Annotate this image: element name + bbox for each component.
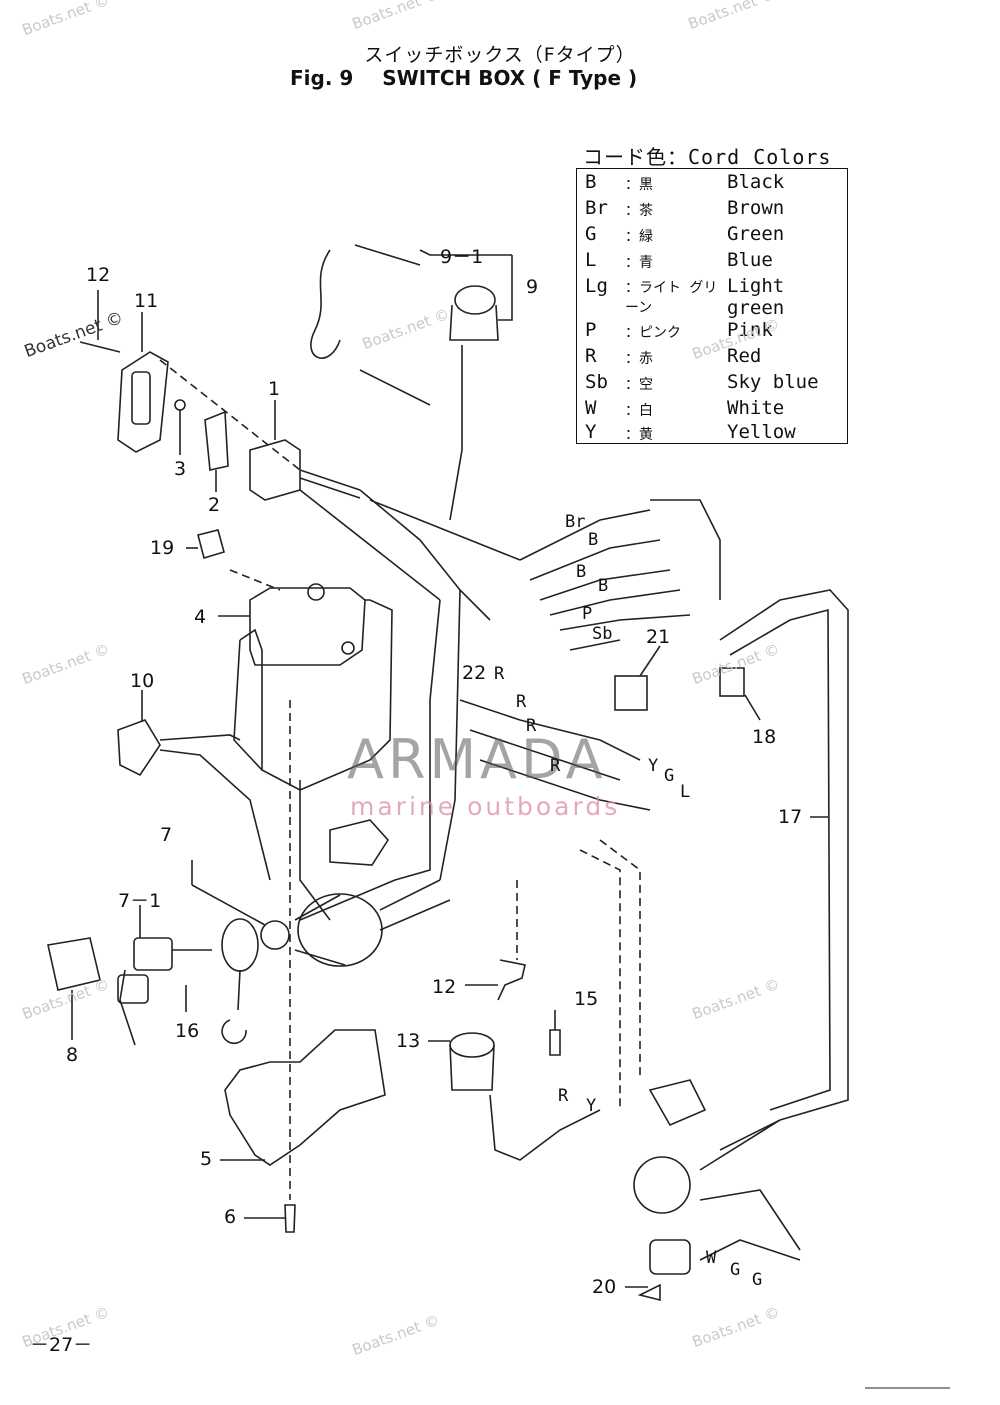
wire-connectors-upper [519,499,721,651]
part-label-6: 6 [224,1206,237,1228]
part-11-plate [79,341,169,453]
page-number: －27－ [30,1334,93,1356]
wire-label: R [558,1086,569,1106]
part-label-22: 22 [462,662,487,684]
part-label-14: 12 [432,976,457,998]
leader-21 [639,645,661,677]
part-2-bracket [204,410,229,471]
wire-label: R [526,716,537,736]
part-label-11: 11 [134,290,159,312]
part-4-switch-box [233,583,393,791]
part-18-tag [719,667,745,697]
brand-watermark: ARMADA [347,728,607,791]
wire-label: R [516,692,527,712]
part-20-connectors [633,1079,801,1302]
part-label-3: 3 [174,458,187,480]
part-label-16: 16 [175,1020,200,1042]
leader-18 [744,694,761,721]
wire-label: B [598,576,609,596]
part-label-9-1: 9－1 [440,246,484,268]
part-8-cap [47,937,101,991]
part-5-plate [224,1029,386,1166]
part-7-ignition [260,879,451,967]
part-label-13: 13 [396,1030,421,1052]
connector-plug [329,819,390,866]
part-label-19: 19 [150,537,175,559]
wire-label: Br [565,512,586,532]
leader-9 [419,249,513,321]
brand-tagline: marine outboards [350,792,621,821]
wire-label: P [582,604,593,624]
part-label-12: 12 [86,264,111,286]
part-21-connector [614,675,648,711]
cord-colors-title: コード色：Cord Colors [583,145,832,169]
part-7-1-keys [117,937,212,1046]
part-label-21: 21 [646,626,671,648]
wire-label: G [730,1260,741,1280]
part-label-17: 17 [778,806,803,828]
wire-label: W [706,1248,717,1268]
part-label-7: 7 [160,824,173,846]
part-label-20: 20 [592,1276,617,1298]
wire-label: Sb [592,624,613,644]
part-label-10: 10 [130,670,155,692]
title-japanese: スイッチボックス（Fタイプ） [364,44,636,66]
part-label-1: 1 [268,378,281,400]
part-3-screw [174,399,186,411]
wire-label: G [752,1270,763,1290]
part-6-screw [284,1204,296,1233]
wire-label: L [680,782,691,802]
part-1-switch [249,439,361,501]
part-label-18: 18 [752,726,777,748]
part-19-tag [197,529,225,560]
part-label-9: 9 [526,276,539,298]
wire-label: B [576,562,587,582]
figure-number: Fig. 9 [290,66,354,90]
cord-colors-legend: B ：黒 Black Br ：茶 Brown G ：緑 Green L ：青 B… [576,168,848,444]
wire-label: R [494,664,505,684]
wire-label: G [664,766,675,786]
part-label-2: 2 [208,494,221,516]
wire-label: Y [648,756,659,776]
part-label-15: 15 [574,988,599,1010]
wire-label: R [550,756,561,776]
part-label-5: 5 [200,1148,213,1170]
part-9-kill-switch [310,244,499,521]
figure-title: Fig. 9 SWITCH BOX ( F Type ) [290,66,637,90]
part-10-connector [117,719,271,881]
part-15-bolt [549,1029,561,1056]
figure-title-text: SWITCH BOX ( F Type ) [382,66,638,90]
part-label-4: 4 [194,606,207,628]
part-label-7-1: 7－1 [118,890,162,912]
part-13-coil [449,1032,601,1161]
wire-label: B [588,530,599,550]
part-16-ring [221,918,259,972]
part-14-clamp [497,959,526,1001]
part-label-8: 8 [66,1044,79,1066]
assembly-line [159,359,301,471]
wire-label: Y [586,1096,597,1116]
